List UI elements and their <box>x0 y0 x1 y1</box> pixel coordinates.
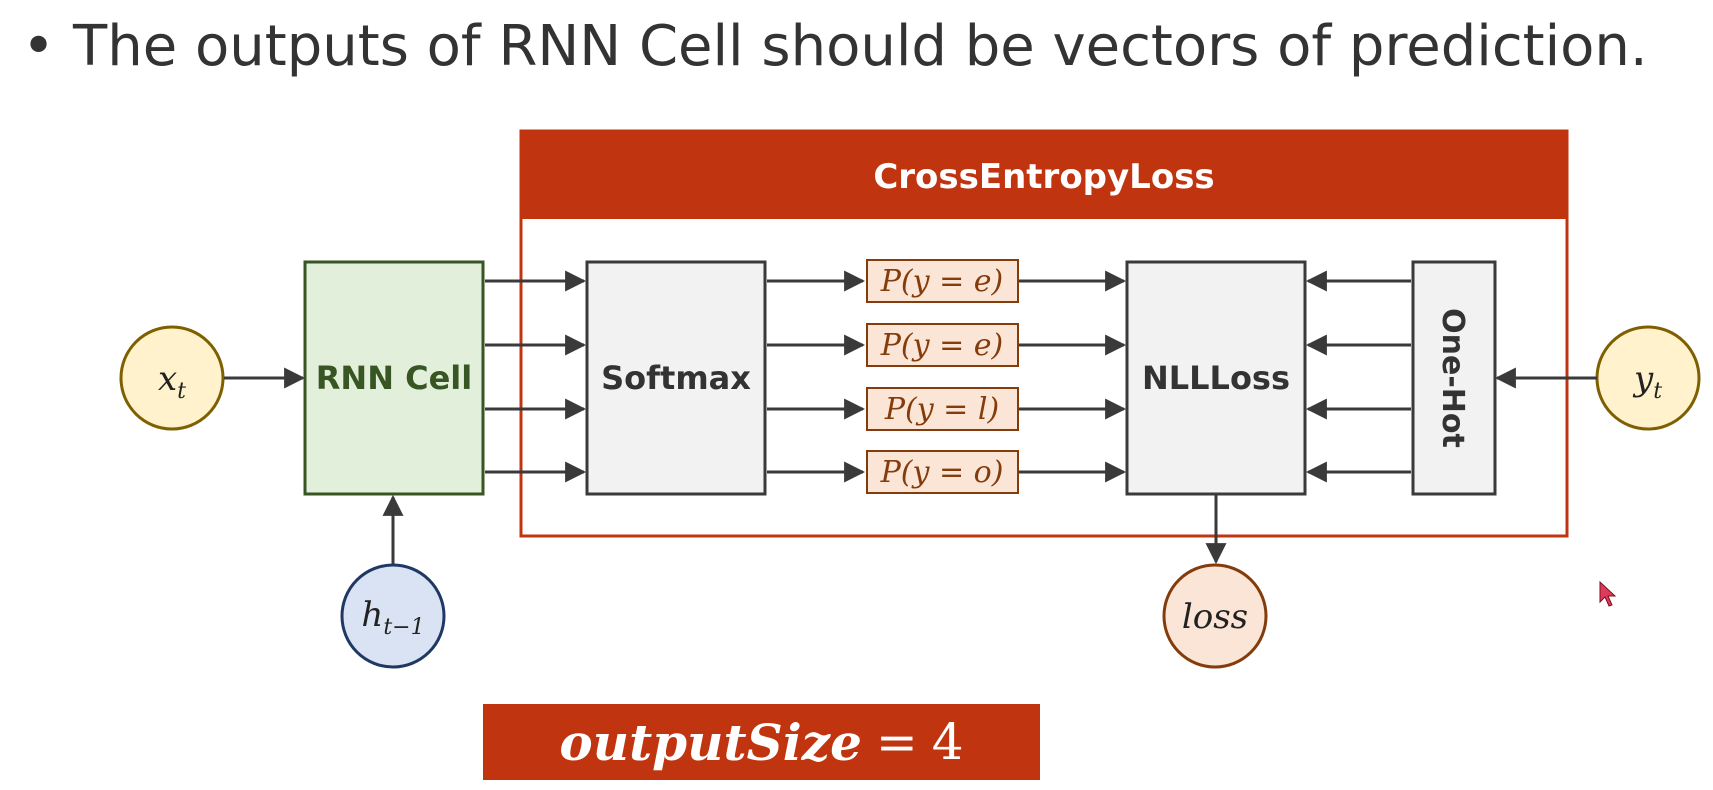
prediction-label: P(y = e) <box>880 328 1004 363</box>
target-node-label: y <box>1632 359 1654 399</box>
prediction-label: P(y = e) <box>880 264 1004 299</box>
slide-title-text: The outputs of RNN Cell should be vector… <box>73 14 1648 79</box>
svg-text:ht−1: ht−1 <box>361 595 424 640</box>
hidden-node-subscript: t−1 <box>383 615 424 640</box>
prediction-labels: P(y = e) P(y = e) P(y = l) P(y = o) <box>866 259 1019 494</box>
loss-node-label: loss <box>1182 597 1248 637</box>
prediction-item: P(y = e) <box>866 323 1019 367</box>
rnn-cell-box: RNN Cell <box>303 260 485 496</box>
nllloss-box: NLLLoss <box>1125 260 1307 496</box>
onehot-label: One-Hot <box>1435 308 1470 448</box>
output-size-value: 4 <box>931 713 964 771</box>
prediction-item: P(y = l) <box>866 387 1019 431</box>
input-node-label: x <box>158 359 177 399</box>
arrows <box>224 367 1597 565</box>
hidden-node-label: h <box>361 595 383 635</box>
prediction-label: P(y = l) <box>884 392 999 427</box>
svg-text:yt: yt <box>1632 359 1662 404</box>
output-size-name: outputSize <box>559 712 862 772</box>
mouse-cursor-icon <box>1599 580 1617 607</box>
rnn-cell-label: RNN Cell <box>316 359 472 397</box>
input-node-subscript: t <box>177 379 186 404</box>
onehot-box: One-Hot <box>1411 260 1497 496</box>
softmax-label: Softmax <box>601 359 751 397</box>
prediction-item: P(y = e) <box>866 259 1019 303</box>
hidden-state-node: ht−1 <box>340 563 446 669</box>
row-arrows <box>485 270 1411 483</box>
input-node: xt <box>119 325 225 431</box>
nllloss-label: NLLLoss <box>1142 359 1290 397</box>
target-node: yt <box>1595 325 1701 431</box>
loss-node: loss <box>1162 563 1268 669</box>
slide-title: • The outputs of RNN Cell should be vecto… <box>22 14 1648 79</box>
output-size-equals: = <box>875 713 918 771</box>
prediction-label: P(y = o) <box>880 455 1004 490</box>
bullet-dot: • <box>22 14 56 79</box>
cross-entropy-title: CrossEntropyLoss <box>873 157 1214 197</box>
prediction-item: P(y = o) <box>866 450 1019 494</box>
output-size-banner: outputSize = 4 <box>483 704 1040 780</box>
svg-text:xt: xt <box>158 359 186 404</box>
softmax-box: Softmax <box>585 260 767 496</box>
target-node-subscript: t <box>1653 379 1662 404</box>
